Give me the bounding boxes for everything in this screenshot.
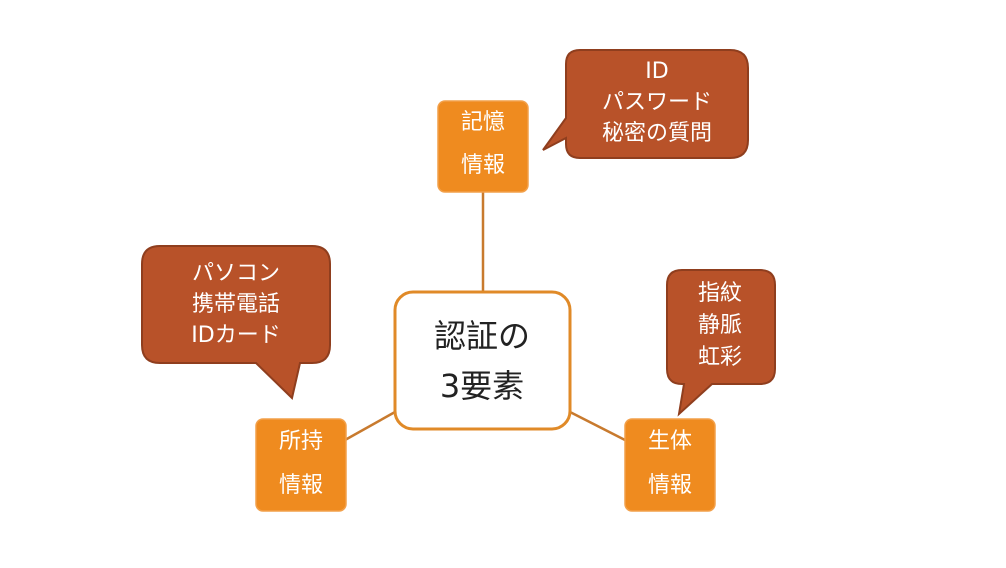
- callout-possession: [141, 245, 331, 400]
- factor-knowledge-line1: 記憶: [461, 110, 505, 135]
- factor-inherence-line1: 生体: [648, 429, 692, 454]
- callout-possession-item-1: パソコン: [192, 261, 280, 286]
- factor-knowledge-line2: 情報: [461, 153, 505, 178]
- callout-knowledge-item-2: パスワード: [602, 90, 712, 115]
- factor-possession-box: [255, 418, 347, 512]
- callout-knowledge: [542, 49, 749, 159]
- callout-possession-item-3: IDカード: [191, 323, 280, 348]
- center-box: [393, 290, 572, 431]
- factor-inherence-line2: 情報: [648, 473, 692, 498]
- callout-knowledge-item-3: 秘密の質問: [602, 121, 712, 146]
- callout-inherence-item-3: 虹彩: [698, 345, 742, 370]
- connector-inherence: [569, 410, 626, 442]
- factor-inherence-box: [624, 418, 716, 512]
- factor-possession-line1: 所持: [279, 429, 323, 454]
- factor-knowledge-box: [437, 100, 529, 193]
- center-title-line1: 認証の: [434, 317, 530, 355]
- factor-possession-line2: 情報: [279, 473, 323, 498]
- callout-knowledge-item-1: ID: [645, 59, 668, 84]
- center-title-line2: 3要素: [440, 367, 524, 405]
- callout-inherence-item-2: 静脈: [698, 313, 742, 338]
- connector-possession: [344, 410, 396, 442]
- callout-inherence: [666, 269, 776, 417]
- callout-possession-item-2: 携帯電話: [192, 292, 280, 317]
- callout-inherence-item-1: 指紋: [698, 281, 742, 306]
